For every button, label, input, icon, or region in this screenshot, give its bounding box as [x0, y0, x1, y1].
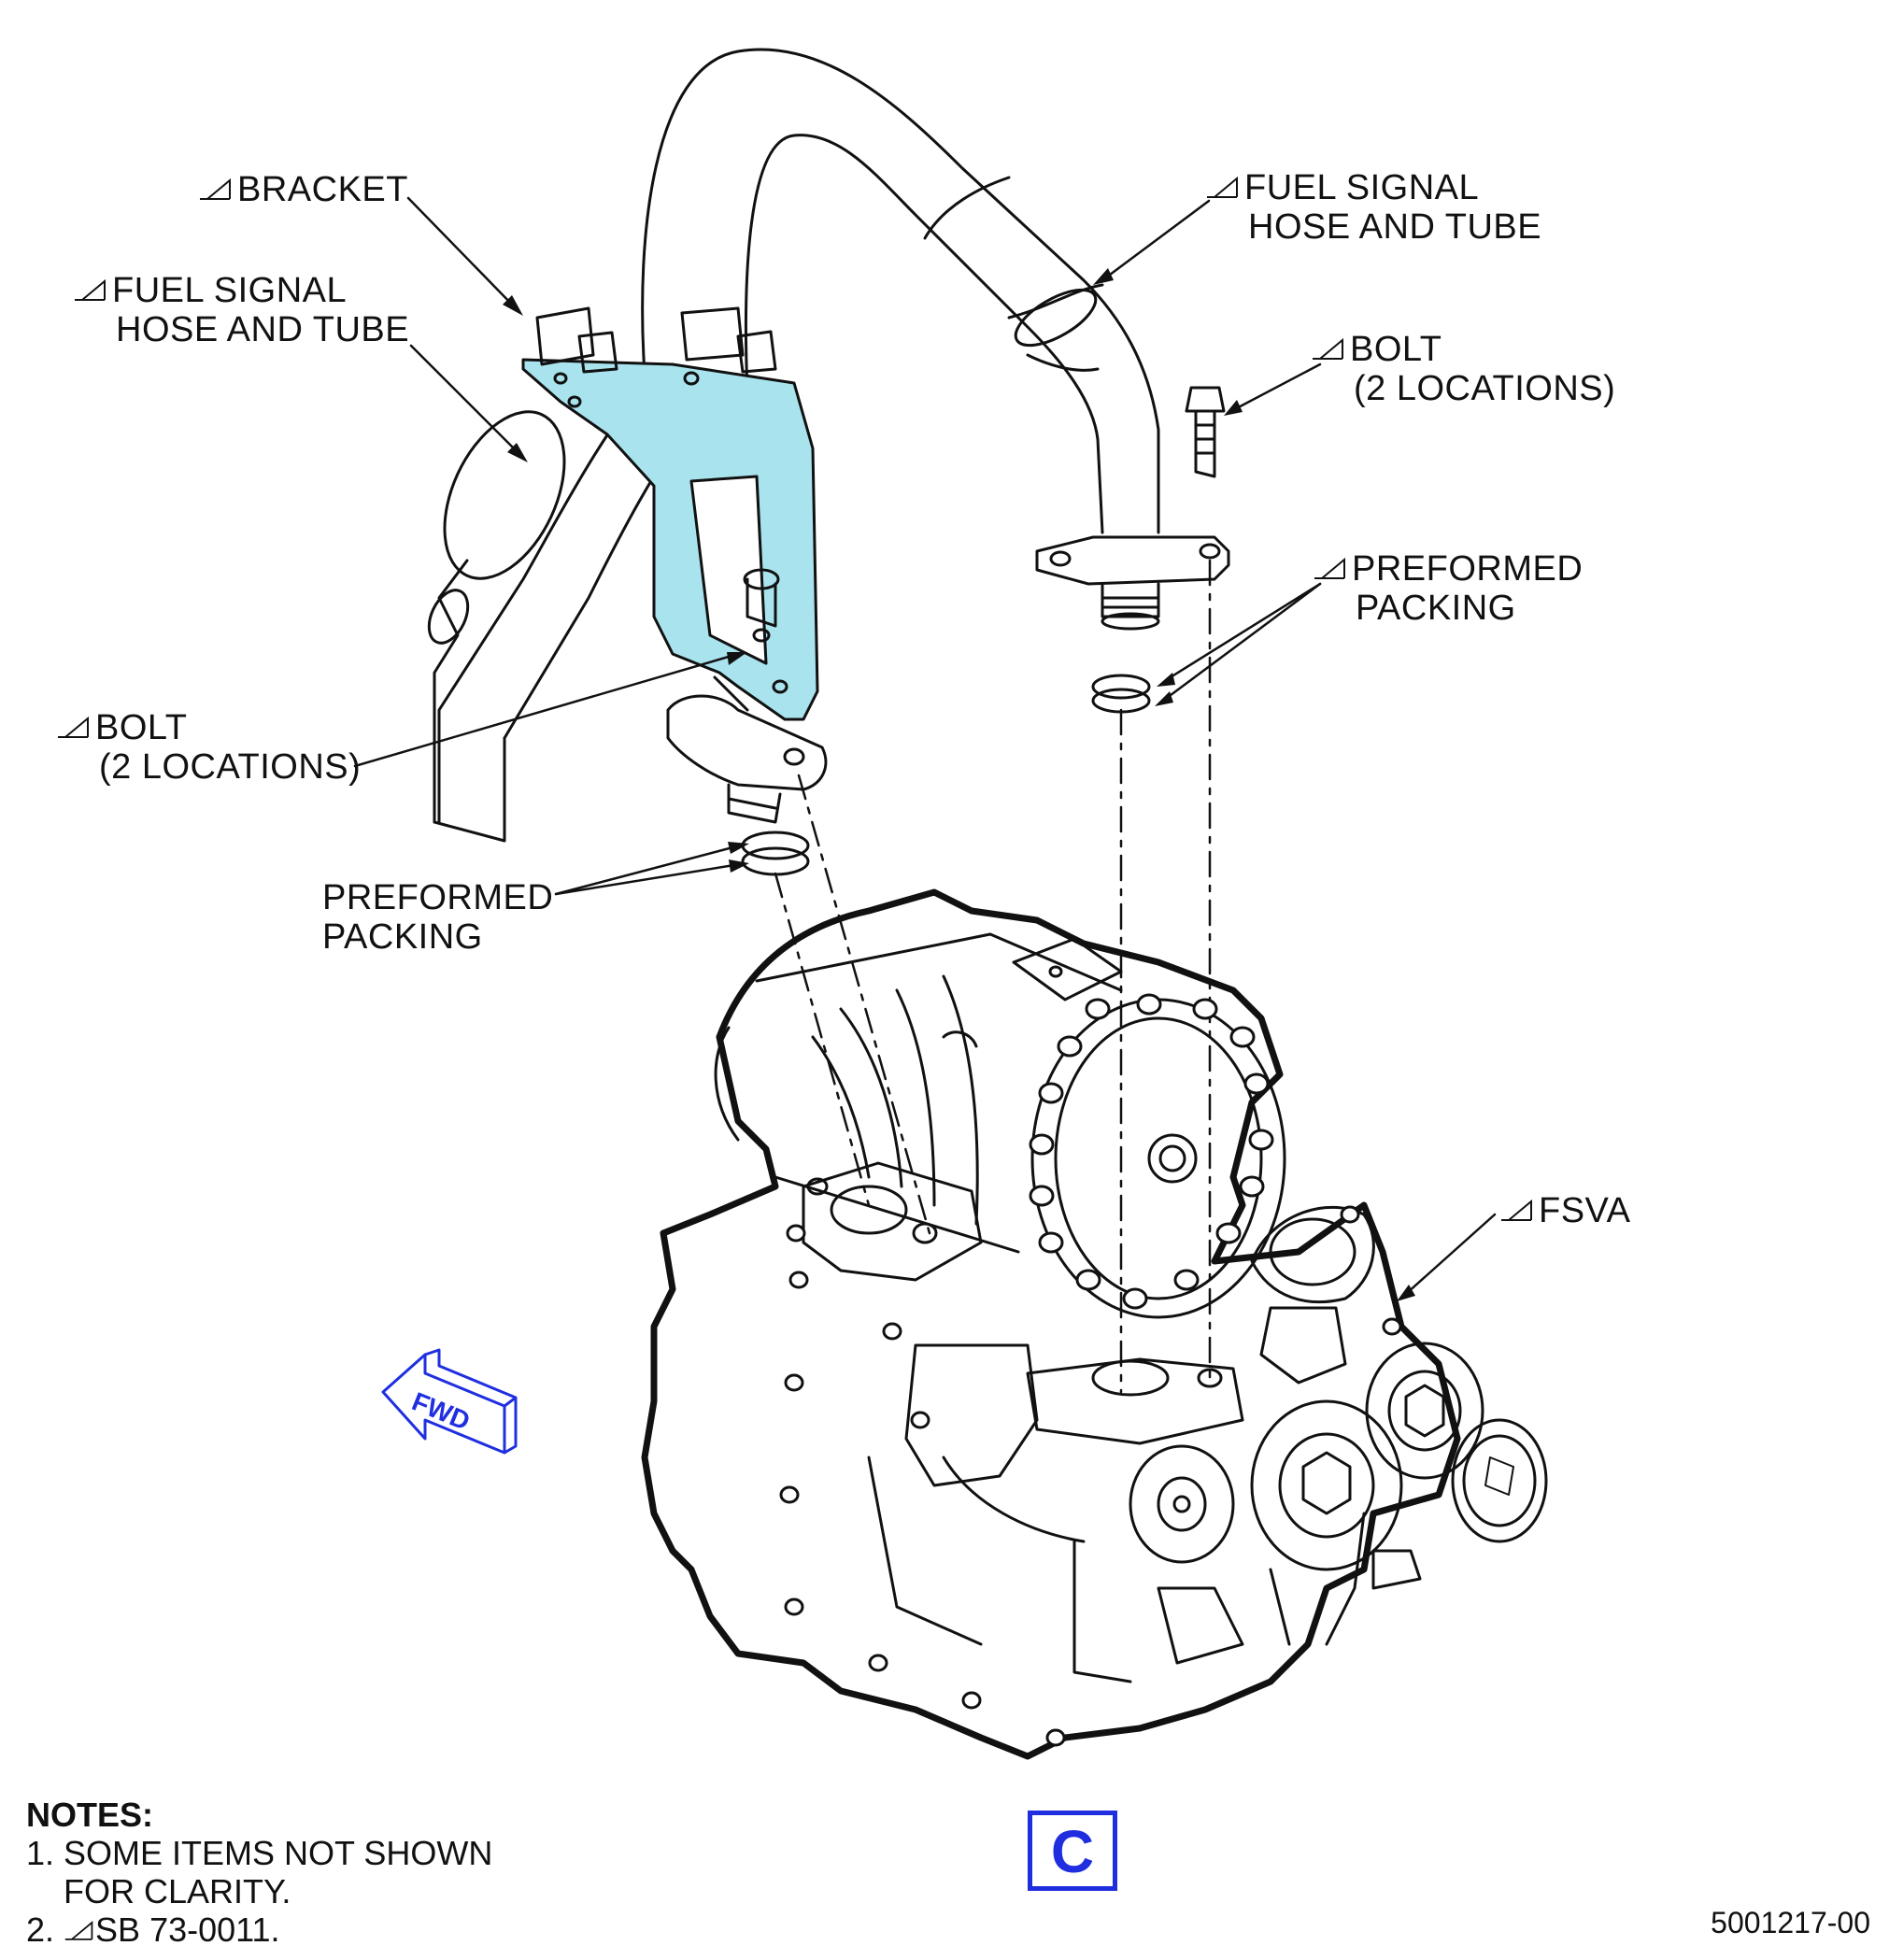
- effectivity-triangle-icon: [58, 716, 89, 738]
- forward-arrow-icon: [381, 1348, 518, 1455]
- note-1-continued: FOR CLARITY.: [64, 1872, 291, 1910]
- drawing-number: 5001217-00: [1711, 1906, 1870, 1939]
- bolt-right: [1185, 386, 1226, 478]
- effectivity-triangle-icon: [1313, 337, 1343, 360]
- alignment-lines: [774, 559, 1212, 1394]
- fuel-signal-hose-right: [641, 48, 1230, 631]
- callout-bracket: BRACKET: [198, 170, 408, 209]
- arrowheads: [503, 268, 1415, 1301]
- notes-block: NOTES: 1. SOME ITEMS NOT SHOWN FOR CLARI…: [26, 1796, 492, 1949]
- figure-id-box: C: [1028, 1811, 1117, 1891]
- callout-bolt-left: BOLT (2 LOCATIONS): [56, 708, 361, 787]
- fsva-assembly: [641, 888, 1548, 1760]
- callout-preformed-packing-right: PREFORMED PACKING: [1313, 549, 1583, 628]
- callout-bolt-right: BOLT (2 LOCATIONS): [1311, 330, 1615, 408]
- callout-fuel-signal-hose-right: FUEL SIGNAL HOSE AND TUBE: [1205, 168, 1541, 247]
- note-2: 2. SB 73-0011.: [26, 1910, 280, 1949]
- effectivity-triangle-icon: [1207, 176, 1238, 198]
- effectivity-triangle-icon: [64, 1921, 93, 1940]
- effectivity-triangle-icon: [1314, 557, 1345, 579]
- effectivity-triangle-icon: [200, 178, 231, 200]
- callout-preformed-packing-left: PREFORMED PACKING: [322, 878, 554, 957]
- callout-fuel-signal-hose-left: FUEL SIGNAL HOSE AND TUBE: [73, 271, 409, 349]
- bracket-highlighted: [521, 306, 819, 721]
- effectivity-triangle-icon: [75, 278, 106, 301]
- preformed-packing-left: [741, 831, 810, 876]
- notes-title: NOTES:: [26, 1796, 154, 1834]
- leader-lines: [353, 196, 1497, 1296]
- callout-fsva: FSVA: [1499, 1191, 1630, 1230]
- preformed-packing-right: [1091, 674, 1151, 714]
- note-1: 1. SOME ITEMS NOT SHOWN: [26, 1834, 493, 1872]
- effectivity-triangle-icon: [1501, 1199, 1532, 1221]
